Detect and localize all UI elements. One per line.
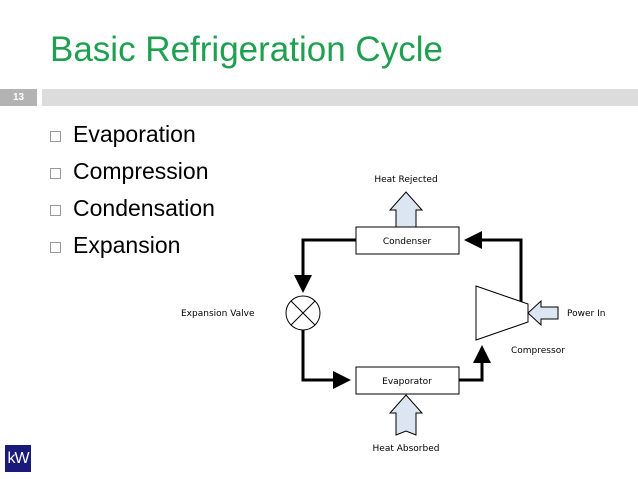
checkbox-bullet-icon — [50, 205, 61, 216]
slide-title: Basic Refrigeration Cycle — [50, 30, 443, 69]
condenser-box — [355, 226, 460, 255]
evaporator-label: Evaporator — [382, 377, 432, 387]
list-item: Expansion — [50, 227, 215, 264]
heat-rejected-arrow-icon — [388, 191, 424, 233]
title-divider-bar — [42, 89, 638, 106]
list-item: Condensation — [50, 190, 215, 227]
heat-absorbed-arrow-icon — [388, 394, 424, 436]
power-in-arrow-icon — [527, 299, 559, 327]
flow-line-condenser-to-valve — [294, 238, 356, 293]
list-item: Compression — [50, 153, 215, 190]
flow-line-valve-to-evaporator — [301, 330, 351, 389]
flow-line-compressor-to-condenser — [464, 231, 523, 302]
bullet-label: Evaporation — [73, 121, 196, 147]
checkbox-bullet-icon — [50, 168, 61, 179]
compressor-icon — [475, 285, 529, 341]
compressor-label: Compressor — [511, 346, 565, 356]
bullet-label: Expansion — [73, 232, 181, 258]
power-in-label: Power In — [567, 309, 605, 319]
flow-line-evaporator-to-compressor — [459, 345, 491, 382]
evaporator-box — [355, 366, 460, 395]
kw-logo: kW — [5, 445, 31, 472]
condenser-label: Condenser — [383, 237, 432, 247]
checkbox-bullet-icon — [50, 242, 61, 253]
list-item: Evaporation — [50, 116, 215, 153]
slide-number: 13 — [0, 89, 37, 106]
expansion-valve-icon — [285, 295, 321, 331]
expansion-valve-label: Expansion Valve — [181, 309, 255, 319]
heat-rejected-label: Heat Rejected — [374, 175, 437, 185]
bullet-list: Evaporation Compression Condensation Exp… — [50, 116, 215, 264]
heat-absorbed-label: Heat Absorbed — [373, 444, 440, 454]
bullet-label: Compression — [73, 158, 209, 184]
bullet-label: Condensation — [73, 195, 215, 221]
checkbox-bullet-icon — [50, 131, 61, 142]
